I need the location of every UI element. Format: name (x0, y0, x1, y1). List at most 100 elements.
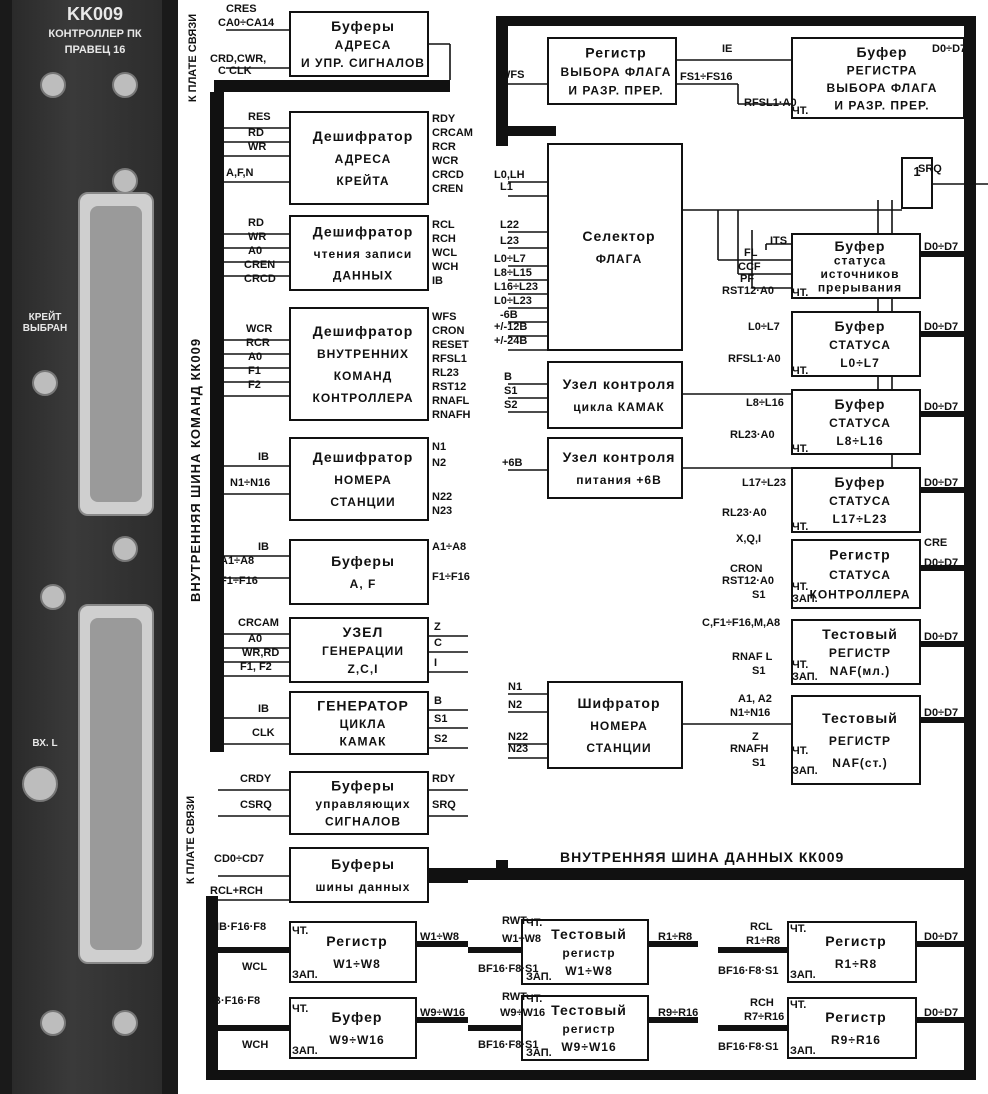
signal-cre: CRE (924, 537, 947, 549)
block-label: КАМАК (340, 734, 387, 748)
block-label: ВНУТРЕННИХ (317, 347, 409, 361)
signal-zap: ЗАП. (792, 593, 818, 605)
signal-ibf16f8: IB·F16·F8 (210, 995, 260, 1007)
signal-wcr: WCR (246, 323, 272, 335)
signal-pm12: +/-12В (494, 321, 527, 333)
block-label: Буфер (835, 318, 886, 334)
block-label: Регистр (585, 44, 646, 60)
block-label: РЕГИСТР (829, 734, 891, 748)
block-label: L0÷L7 (840, 356, 880, 370)
signal-bf16f8s1: BF16·F8·S1 (718, 965, 779, 977)
screw-icon (40, 72, 66, 98)
block-label: Регистр (829, 547, 890, 563)
block-label: УЗЕЛ (343, 624, 384, 640)
block-label: A, F (350, 577, 377, 591)
d-sub-connector-bottom (78, 604, 154, 964)
screw-icon (112, 536, 138, 562)
block-label: СТАТУСА (829, 568, 891, 582)
block-label: И РАЗР. ПРЕР. (834, 98, 929, 112)
block-label: L17÷L23 (833, 512, 888, 526)
block-label: АДРЕСА (335, 152, 392, 166)
screw-icon (112, 1010, 138, 1036)
block-label: ДАННЫХ (333, 268, 393, 282)
signal-w18: W1÷W8 (420, 931, 459, 943)
signal-ib: IB (258, 541, 269, 553)
block-af-buf: БуферыA, F (290, 540, 428, 604)
command-bus-top (214, 80, 450, 92)
signal-srq: SRQ (918, 163, 942, 175)
signal-w18: W1÷W8 (502, 933, 541, 945)
signal-rwt: RWT (502, 991, 527, 1003)
block-label: Селектор (582, 228, 655, 244)
signal-wcl: WCL (242, 961, 267, 973)
lemo-socket-icon (22, 766, 58, 802)
block-label: ЦИКЛА (340, 717, 387, 731)
signal-cht: ЧТ. (792, 105, 808, 117)
block-st07-buf: БуферСТАТУСА L0÷L7 (792, 312, 920, 376)
signal-ib: IB (432, 275, 443, 287)
block-label: ВЫБОРА ФЛАГА (561, 65, 672, 79)
block-label: КОМАНД (334, 369, 393, 383)
block-label: СТАТУСА (829, 494, 891, 508)
signal-ie: IE (722, 43, 732, 55)
signal-rl23: RL23 (432, 367, 459, 379)
signal-n116: N1÷N16 (730, 707, 770, 719)
signal-wrrd: WR,RD (242, 647, 279, 659)
block-label: РЕГИСТР (829, 646, 891, 660)
block-label: НОМЕРА (334, 473, 392, 487)
block-label: W1÷W8 (565, 964, 613, 978)
signal-l1723: L17÷L23 (742, 477, 786, 489)
signal-l1: L1 (500, 181, 513, 193)
block-station-dec: ДешифраторНОМЕРАСТАНЦИИ (290, 438, 428, 520)
block-label: регистр (562, 946, 615, 960)
signal-rwt: RWT (502, 915, 527, 927)
signal-ib: IB (258, 451, 269, 463)
signal-n2: N2 (508, 699, 522, 711)
signal-a0: A0 (248, 245, 262, 257)
signal-rdy: RDY (432, 773, 456, 785)
signal-afn: A,F,N (226, 167, 254, 179)
block-label: ГЕНЕРАТОР (317, 698, 409, 714)
signal-l815: L8÷L15 (494, 267, 532, 279)
block-label: И РАЗР. ПРЕР. (568, 84, 663, 98)
signal-ib: IB (258, 703, 269, 715)
command-bus (210, 92, 224, 752)
signal-z: Z (752, 731, 759, 743)
signal-crcam: CRCAM (432, 127, 473, 139)
panel-model: ПРАВЕЦ 16 (30, 44, 160, 56)
signal-n23: N23 (432, 505, 452, 517)
signal-wcr: WCR (432, 155, 458, 167)
signal-reset: RESET (432, 339, 469, 351)
signal-clk: CLK (252, 727, 275, 739)
signal-xqi: X,Q,I (736, 533, 761, 545)
block-label: АДРЕСА (335, 38, 392, 52)
block-label: РЕГИСТРА (847, 63, 918, 77)
signal-rfsl1a0: RFSL1·A0 (728, 353, 781, 365)
block-label: шины данных (316, 880, 411, 894)
bottom-bus (206, 1070, 976, 1080)
signal-r18: R1÷R8 (658, 931, 692, 943)
block-label: СТАТУСА (829, 338, 891, 352)
block-label: ГЕНЕРАЦИИ (322, 644, 404, 658)
signal-d07: D0÷D7 (932, 43, 966, 55)
signal-rcl: RCL (750, 921, 773, 933)
signal-crdy: CRDY (240, 773, 272, 785)
signal-cht: ЧТ. (792, 443, 808, 455)
signal-cres: CRES (226, 3, 257, 15)
signal-rnafl: RNAFL (432, 395, 470, 407)
block-label: Буфер (835, 396, 886, 412)
signal-zap: ЗАП. (792, 671, 818, 683)
signal-r7r16: R7÷R16 (744, 1011, 784, 1023)
signal-its: ITS (770, 235, 787, 247)
signal-s1: S1 (752, 665, 765, 677)
block-label: КОНТРОЛЛЕРА (313, 391, 414, 405)
signal-srq: SRQ (432, 799, 456, 811)
block-label: Z,C,I (348, 662, 379, 676)
block-label: W9÷W16 (329, 1033, 384, 1047)
signal-fs116: FS1÷FS16 (680, 71, 733, 83)
